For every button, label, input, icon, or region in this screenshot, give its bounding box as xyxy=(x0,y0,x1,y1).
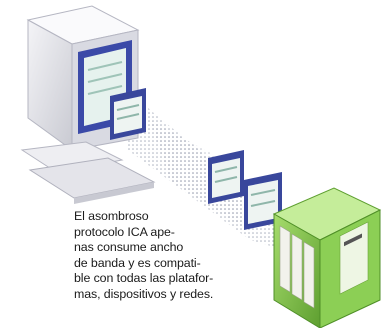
server-icon xyxy=(272,187,382,328)
app-window-icon xyxy=(110,88,146,140)
app-window-icon xyxy=(208,150,244,204)
app-window-icon xyxy=(244,172,282,230)
caption-text: El asombroso protocolo ICA ape- nas cons… xyxy=(74,209,214,301)
